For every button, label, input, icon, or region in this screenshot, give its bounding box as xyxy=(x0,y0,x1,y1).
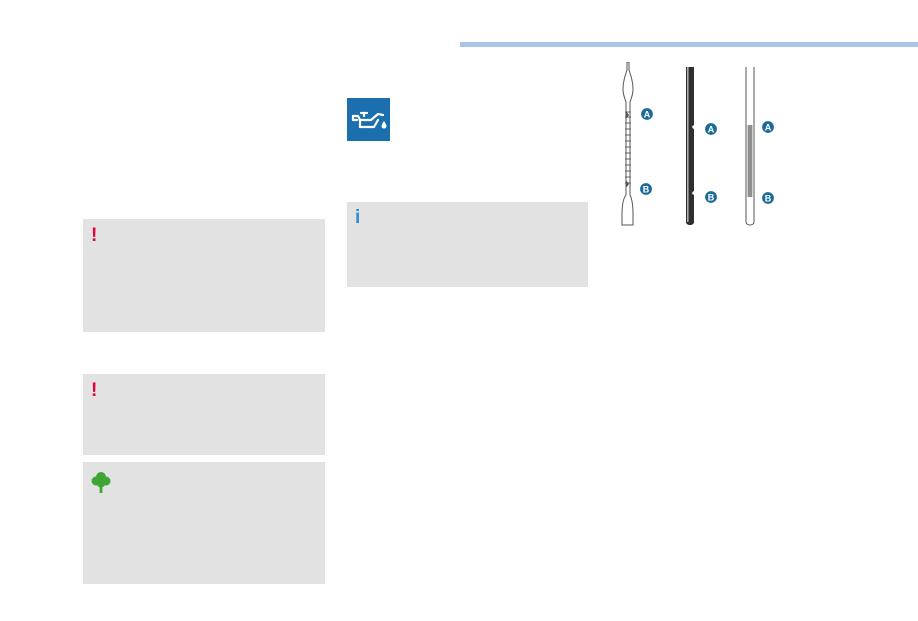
info-note: i xyxy=(347,202,588,287)
svg-text:B: B xyxy=(643,185,650,195)
info-icon: i xyxy=(355,207,361,228)
warning-note-1: ! xyxy=(83,219,325,332)
graduated-dipstick xyxy=(621,62,634,226)
section-header-rule xyxy=(460,42,918,47)
oil-can-icon xyxy=(347,98,390,141)
label-b-marker-1: B xyxy=(638,181,654,197)
label-a-marker-2: A xyxy=(703,121,719,137)
svg-text:B: B xyxy=(708,193,715,203)
dark-dipstick xyxy=(686,67,696,225)
label-a-marker-1: A xyxy=(639,106,655,122)
svg-text:A: A xyxy=(644,110,651,120)
marked-dipstick xyxy=(745,67,755,226)
dipstick-diagrams: A B A B A B xyxy=(621,62,776,226)
label-b-marker-3: B xyxy=(760,190,776,206)
eco-tree-icon xyxy=(91,472,111,493)
svg-text:A: A xyxy=(765,123,772,133)
label-b-marker-2: B xyxy=(703,189,719,205)
label-a-marker-3: A xyxy=(760,119,776,135)
svg-text:A: A xyxy=(708,125,715,135)
svg-text:B: B xyxy=(765,194,772,204)
warning-note-2: ! xyxy=(83,374,325,455)
eco-note xyxy=(83,462,325,584)
warning-exclamation-icon: ! xyxy=(91,380,98,401)
warning-exclamation-icon: ! xyxy=(91,225,98,246)
